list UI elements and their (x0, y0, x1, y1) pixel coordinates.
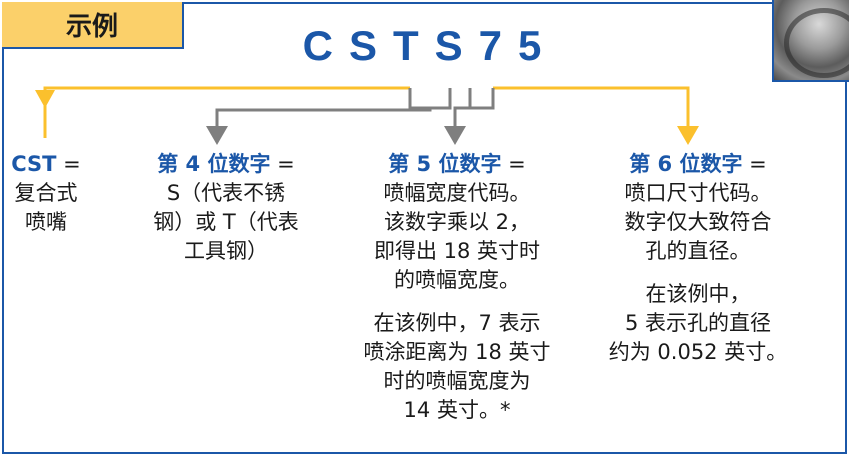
col-digit6: 第 6 位数字 = 喷口尺寸代码。 数字仅大致符合 孔的直径。 在该例中， 5 … (598, 150, 798, 367)
col-digit5-heading: 第 5 位数字 = (388, 152, 526, 176)
col-digit5-line: 即得出 18 英寸时 (373, 239, 541, 263)
col-cst: CST = 复合式 喷嘴 (6, 150, 86, 237)
col-digit5-line: 该数字乘以 2， (383, 210, 531, 234)
arrowhead-digit4 (206, 126, 228, 145)
connector-digit4 (215, 108, 432, 130)
example-tab-label: 示例 (65, 12, 118, 42)
col-cst-line: 复合式 (14, 181, 78, 205)
nozzle-ring (784, 8, 849, 78)
col-digit5-line: 喷幅宽度代码。 (383, 181, 531, 205)
col-cst-line: 喷嘴 (25, 210, 67, 234)
col-digit5-example: 时的喷幅宽度为 (383, 369, 531, 393)
bracket-7 (468, 88, 495, 110)
col-digit5: 第 5 位数字 = 喷幅宽度代码。 该数字乘以 2， 即得出 18 英寸时 的喷… (342, 150, 572, 425)
col-digit4-line: 钢）或 T（代表 (153, 210, 299, 234)
col-digit4-line: 工具钢） (184, 239, 268, 263)
connector-cst (43, 86, 410, 138)
bracket-s (408, 88, 452, 110)
example-tab: 示例 (2, 2, 184, 49)
model-code: CSTS75 (302, 22, 558, 69)
col-digit6-line: 数字仅大致符合 (624, 210, 772, 234)
col-digit5-line: 的喷幅宽度。 (394, 268, 520, 292)
col-digit5-example: 14 英寸。* (403, 398, 511, 422)
arrowhead-digit5 (444, 126, 466, 145)
col-digit6-heading: 第 6 位数字 = (629, 152, 767, 176)
connector-digit5 (453, 106, 470, 130)
col-digit4-heading: 第 4 位数字 = (157, 152, 295, 176)
col-digit6-line: 孔的直径。 (645, 239, 751, 263)
arrowhead-cst (35, 90, 55, 108)
col-digit6-example: 在该例中， (645, 282, 751, 306)
col-digit6-line: 喷口尺寸代码。 (624, 181, 772, 205)
col-digit4: 第 4 位数字 = S（代表不锈 钢）或 T（代表 工具钢） (128, 150, 324, 266)
connector-digit6 (493, 86, 690, 140)
col-digit4-line: S（代表不锈 (166, 181, 286, 205)
col-cst-heading: CST = (11, 152, 81, 176)
col-digit6-example: 5 表示孔的直径 (624, 311, 772, 335)
col-digit5-example: 在该例中，7 表示 (373, 311, 541, 335)
col-digit6-example: 约为 0.052 英寸。 (608, 340, 788, 364)
nozzle-photo (772, 0, 849, 82)
col-digit5-example: 喷涂距离为 18 英寸 (363, 340, 551, 364)
arrowhead-digit6 (677, 126, 699, 145)
